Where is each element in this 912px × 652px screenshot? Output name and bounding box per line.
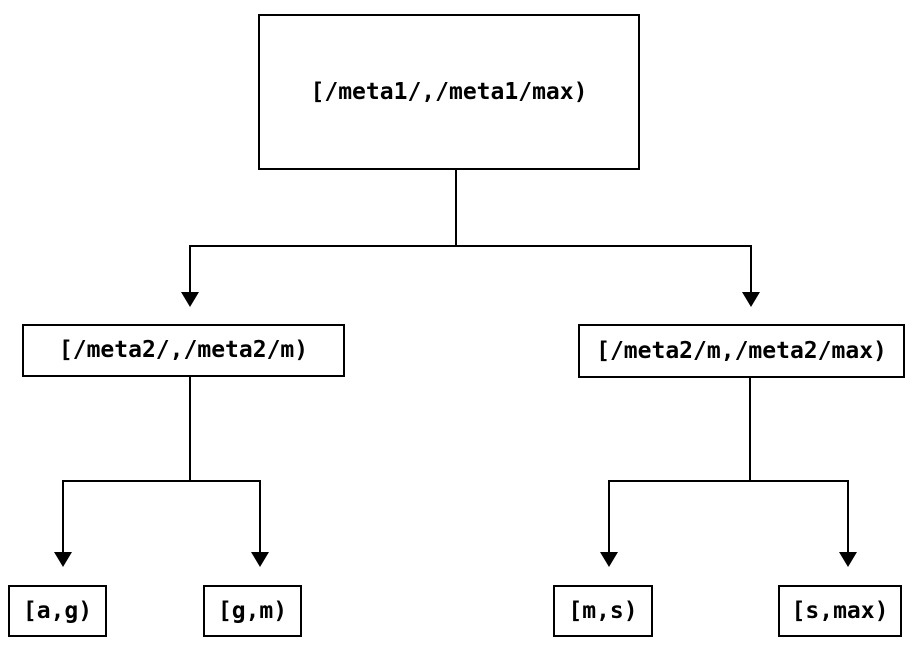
leaf-node-ms: [m,s) [553,585,653,637]
connector-right-rail [608,480,849,482]
connector-right-stem [749,378,751,481]
connector-root-stem [455,170,457,247]
connector-root-left-drop [189,245,191,292]
leaf-node-ag: [a,g) [8,585,107,637]
node-meta2-right-label: [/meta2/m,/meta2/max) [596,337,887,364]
connector-left-rail [62,480,261,482]
arrowhead-down-icon [251,552,269,567]
node-meta2-left-label: [/meta2/,/meta2/m) [58,337,309,363]
connector-left-right-drop [259,480,261,552]
arrowhead-down-icon [839,552,857,567]
node-meta2-right: [/meta2/m,/meta2/max) [578,324,905,378]
leaf-node-smax: [s,max) [778,585,902,637]
arrowhead-down-icon [742,292,760,307]
leaf-node-ms-label: [m,s) [568,597,638,624]
connector-left-left-drop [62,480,64,552]
arrowhead-down-icon [600,552,618,567]
connector-right-right-drop [847,480,849,552]
leaf-node-gm: [g,m) [203,585,302,637]
connector-root-right-drop [750,245,752,292]
connector-left-stem [189,377,191,481]
node-meta2-left: [/meta2/,/meta2/m) [22,324,345,377]
leaf-node-smax-label: [s,max) [791,597,889,624]
node-root: [/meta1/,/meta1/max) [258,14,640,170]
node-root-label: [/meta1/,/meta1/max) [310,78,588,105]
leaf-node-gm-label: [g,m) [217,597,288,624]
connector-right-left-drop [608,480,610,552]
leaf-node-ag-label: [a,g) [22,597,93,624]
arrowhead-down-icon [181,292,199,307]
connector-root-rail [189,245,752,247]
arrowhead-down-icon [54,552,72,567]
